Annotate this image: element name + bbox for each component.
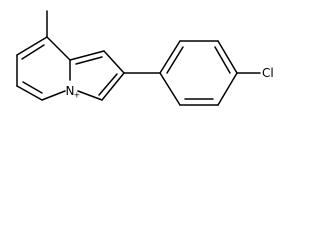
bond-ar1-ar2-inner [166,46,184,74]
nitrogen-charge-label: + [74,91,81,100]
bond-ar3-ar4-inner [214,46,231,74]
bond-c6-c5-inner [22,81,43,94]
bond-c6-c5 [16,85,43,101]
chemical-structure: N + Cl [16,10,274,106]
bond-ar1-ar2 [159,40,181,74]
chlorine-atom-label: Cl [262,66,274,80]
nitrogen-atom-label: N [66,84,75,98]
bond-c8a-c1 [69,50,105,61]
bond-c2-c3 [101,72,125,101]
bond-ar4-ar5 [217,72,238,106]
bond-ar6-ar1 [159,72,181,106]
bond-c2-c3-inner [98,73,118,96]
bond-c8-c7 [16,36,48,56]
bond-c3-n [77,90,103,101]
bond-ar3-ar4 [217,40,238,74]
bond-c5-n [41,90,66,101]
bond-c8-c8a [46,36,71,61]
bond-c1-c2 [103,50,125,74]
bond-c8a-c1-inner [75,56,103,65]
bond-c8-c7-inner [21,44,45,60]
